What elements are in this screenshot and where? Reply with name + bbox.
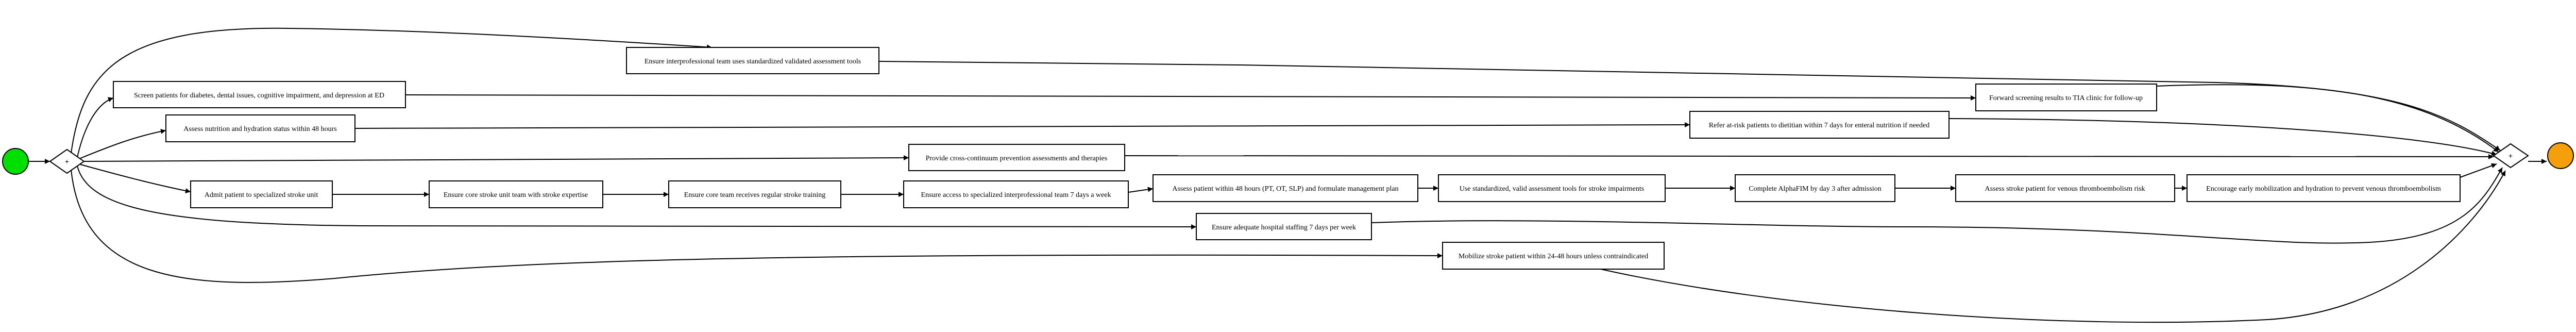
edge-split-to-t4: [80, 128, 166, 159]
task-t13[interactable]: Complete AlphaFIM by day 3 after admissi…: [1735, 174, 1895, 202]
task-t5[interactable]: Refer at-risk patients to dietitian with…: [1689, 111, 1950, 139]
task-label: Assess nutrition and hydration status wi…: [183, 125, 337, 133]
task-t4[interactable]: Assess nutrition and hydration status wi…: [165, 114, 355, 142]
edge-split-to-t17: [71, 169, 1443, 283]
task-t8[interactable]: Ensure core stroke unit team with stroke…: [429, 180, 603, 208]
split-gateway-symbol: +: [65, 157, 69, 165]
edge-t3-to-join: [2156, 84, 2499, 153]
edge-t2-to-t3: [405, 94, 1976, 101]
start-event[interactable]: [2, 148, 29, 175]
task-label: Encourage early mobilization and hydrati…: [2206, 185, 2441, 193]
task-t1[interactable]: Ensure interprofessional team uses stand…: [626, 47, 879, 74]
task-label: Ensure adequate hospital staffing 7 days…: [1212, 224, 1356, 231]
join-gateway-symbol: +: [2509, 152, 2513, 160]
edge-split-to-t1: [71, 27, 713, 154]
edge-t16-to-join: [1371, 167, 2503, 244]
task-label: Ensure core team receives regular stroke…: [684, 191, 825, 199]
task-label: Admit patient to specialized stroke unit: [205, 191, 318, 199]
task-label: Complete AlphaFIM by day 3 after admissi…: [1749, 185, 1881, 193]
edge-t5-to-join: [1948, 118, 2497, 156]
task-t3[interactable]: Forward screening results to TIA clinic …: [1975, 84, 2157, 111]
edge-split-to-t2: [77, 97, 114, 158]
task-t6[interactable]: Provide cross-continuum prevention asses…: [908, 144, 1125, 171]
task-t7[interactable]: Admit patient to specialized stroke unit: [190, 180, 333, 208]
task-t16[interactable]: Ensure adequate hospital staffing 7 days…: [1196, 213, 1372, 240]
task-label: Ensure core stroke unit team with stroke…: [444, 191, 588, 199]
task-t2[interactable]: Screen patients for diabetes, dental iss…: [113, 81, 406, 108]
task-t14[interactable]: Assess stroke patient for venous thrombo…: [1955, 174, 2175, 202]
split-gateway[interactable]: +: [49, 148, 85, 174]
edge-t4-to-t5: [354, 122, 1690, 129]
task-label: Forward screening results to TIA clinic …: [1989, 94, 2143, 102]
join-gateway[interactable]: +: [2493, 143, 2529, 169]
task-t11[interactable]: Assess patient within 48 hours (PT, OT, …: [1153, 174, 1418, 202]
edge-t6-to-join: [1124, 154, 2494, 159]
end-event[interactable]: [2547, 142, 2574, 169]
task-t12[interactable]: Use standardized, valid assessment tools…: [1438, 174, 1666, 202]
task-label: Provide cross-continuum prevention asses…: [926, 155, 1108, 162]
edge-t15-to-join: [2460, 163, 2497, 178]
edge-split-to-t7: [80, 164, 191, 193]
edge-t17-to-join: [1596, 170, 2506, 323]
edge-split-to-t6: [83, 155, 909, 162]
task-label: Mobilize stroke patient within 24-48 hou…: [1459, 253, 1648, 260]
edges: [29, 27, 2547, 323]
task-label: Ensure access to specialized interprofes…: [921, 191, 1111, 199]
task-label: Ensure interprofessional team uses stand…: [645, 58, 861, 65]
task-label: Use standardized, valid assessment tools…: [1460, 185, 1644, 193]
edge-t10-to-t11: [1128, 187, 1154, 193]
task-label: Assess stroke patient for venous thrombo…: [1985, 185, 2145, 193]
task-label: Assess patient within 48 hours (PT, OT, …: [1172, 185, 1398, 193]
task-t9[interactable]: Ensure core team receives regular stroke…: [668, 180, 841, 208]
task-t17[interactable]: Mobilize stroke patient within 24-48 hou…: [1442, 242, 1665, 270]
task-t15[interactable]: Encourage early mobilization and hydrati…: [2187, 174, 2461, 202]
edge-split-to-t16: [77, 165, 1197, 229]
task-label: Refer at-risk patients to dietitian with…: [1709, 122, 1929, 129]
task-t10[interactable]: Ensure access to specialized interprofes…: [903, 180, 1129, 208]
task-label: Screen patients for diabetes, dental iss…: [134, 92, 384, 99]
